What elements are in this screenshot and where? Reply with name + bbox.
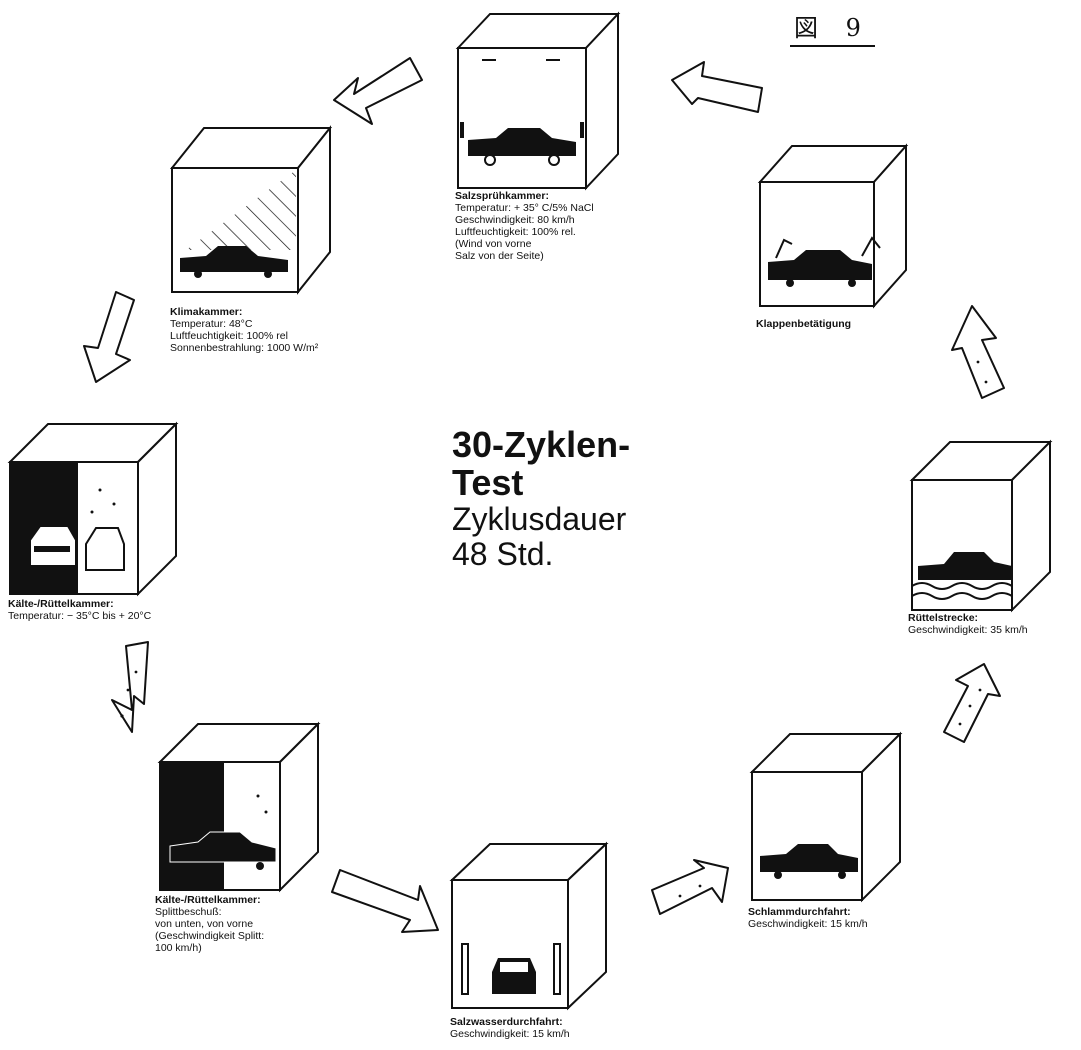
arrow-5 xyxy=(652,860,728,914)
caption-title: Schlammdurchfahrt: xyxy=(748,906,868,918)
arrow-1 xyxy=(334,58,422,124)
caption-line: Geschwindigkeit: 15 km/h xyxy=(748,918,868,930)
caption-line: Temperatur: 48°C xyxy=(170,318,318,330)
arrow-3 xyxy=(112,642,148,732)
arrow-2 xyxy=(84,292,134,382)
caption-line: Sonnenbestrahlung: 1000 W/m² xyxy=(170,342,318,354)
subtitle-line-2: 48 Std. xyxy=(452,537,630,572)
caption-title: Klimakammer: xyxy=(170,306,318,318)
title-line-2: Test xyxy=(452,464,630,502)
chamber-ruettel xyxy=(912,442,1050,610)
caption-line: Geschwindigkeit: 15 km/h xyxy=(450,1028,570,1040)
title-line-1: 30-Zyklen- xyxy=(452,426,630,464)
caption-salzspruehkammer: Salzsprühkammer: Temperatur: + 35° C/5% … xyxy=(455,190,594,262)
caption-line: Salz von der Seite) xyxy=(455,250,594,262)
arrow-7 xyxy=(952,306,1004,398)
car-front-icon xyxy=(492,958,536,994)
caption-line: Luftfeuchtigkeit: 100% rel. xyxy=(455,226,594,238)
arrow-6 xyxy=(944,664,1000,742)
caption-kaelte-2: Kälte-/Rüttelkammer: Splittbeschuß: von … xyxy=(155,894,264,954)
arrow-8 xyxy=(672,62,762,112)
caption-title: Salzsprühkammer: xyxy=(455,190,594,202)
chamber-salzwasser xyxy=(452,844,606,1008)
figure-number: 図 9 xyxy=(790,8,875,47)
caption-line: Temperatur: + 35° C/5% NaCl xyxy=(455,202,594,214)
caption-title: Rüttelstrecke: xyxy=(908,612,1028,624)
caption-klimakammer: Klimakammer: Temperatur: 48°C Luftfeucht… xyxy=(170,306,318,354)
caption-title: Salzwasserdurchfahrt: xyxy=(450,1016,570,1028)
center-title-block: 30-Zyklen- Test Zyklusdauer 48 Std. xyxy=(452,426,630,572)
caption-line: Temperatur: − 35°C bis + 20°C xyxy=(8,610,151,622)
caption-line: Luftfeuchtigkeit: 100% rel xyxy=(170,330,318,342)
chamber-klappen xyxy=(760,146,906,306)
chamber-kaelte-1 xyxy=(10,424,176,594)
chamber-schlamm xyxy=(752,734,900,900)
subtitle-line-1: Zyklusdauer xyxy=(452,502,630,537)
caption-title: Kälte-/Rüttelkammer: xyxy=(155,894,264,906)
caption-title: Klappenbetätigung xyxy=(756,318,851,330)
caption-kaelte-1: Kälte-/Rüttelkammer: Temperatur: − 35°C … xyxy=(8,598,151,622)
caption-salzwasser: Salzwasserdurchfahrt: Geschwindigkeit: 1… xyxy=(450,1016,570,1040)
caption-klappen: Klappenbetätigung xyxy=(756,318,851,330)
arrow-4 xyxy=(332,870,438,932)
chamber-salzspruehkammer xyxy=(458,14,618,188)
caption-line: Splittbeschuß: xyxy=(155,906,264,918)
chamber-kaelte-2 xyxy=(160,724,318,890)
caption-line: (Wind von vorne xyxy=(455,238,594,250)
caption-line: (Geschwindigkeit Splitt: xyxy=(155,930,264,942)
caption-ruettel: Rüttelstrecke: Geschwindigkeit: 35 km/h xyxy=(908,612,1028,636)
caption-line: Geschwindigkeit: 80 km/h xyxy=(455,214,594,226)
caption-schlamm: Schlammdurchfahrt: Geschwindigkeit: 15 k… xyxy=(748,906,868,930)
caption-title: Kälte-/Rüttelkammer: xyxy=(8,598,151,610)
caption-line: Geschwindigkeit: 35 km/h xyxy=(908,624,1028,636)
chamber-klimakammer xyxy=(172,128,330,292)
caption-line: 100 km/h) xyxy=(155,942,264,954)
caption-line: von unten, von vorne xyxy=(155,918,264,930)
